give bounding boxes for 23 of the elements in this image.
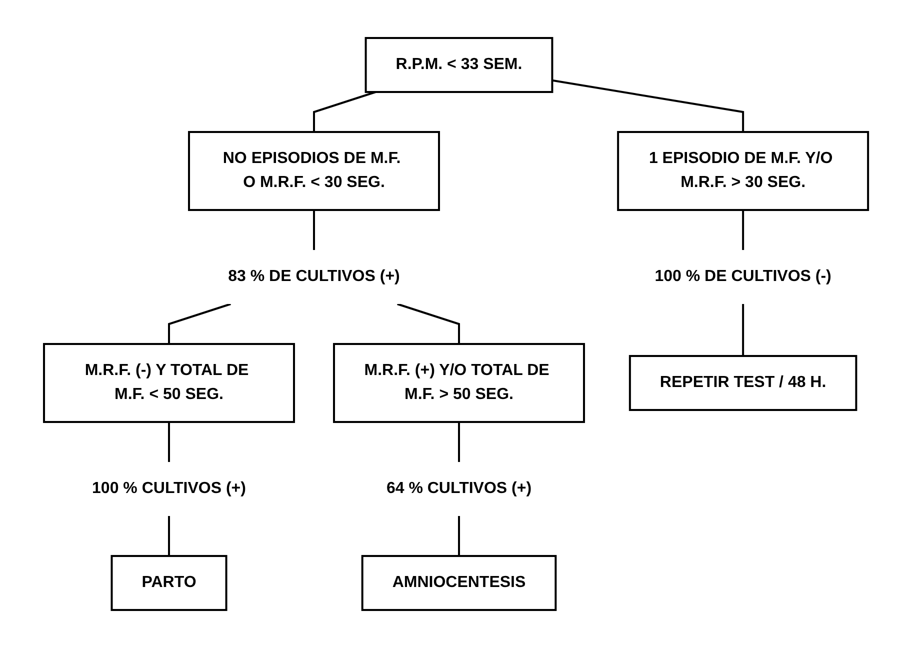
node-box: 1 EPISODIO DE M.F. Y/O M.R.F. > 30 SEG.	[617, 130, 870, 210]
connector	[168, 515, 170, 556]
connector	[552, 78, 744, 132]
node-box: M.R.F. (+) Y/O TOTAL DE M.F. > 50 SEG.	[332, 342, 585, 422]
node-box: AMNIOCENTESIS	[361, 554, 557, 610]
node-text: 100 % CULTIVOS (+)	[92, 479, 246, 496]
connector	[168, 422, 170, 462]
node-box: NO EPISODIOS DE M.F. O M.R.F. < 30 SEG.	[188, 130, 440, 210]
node-text: 100 % DE CULTIVOS (-)	[654, 267, 832, 284]
node-box: M.R.F. (-) Y TOTAL DE M.F. < 50 SEG.	[42, 342, 295, 422]
connector	[458, 422, 460, 462]
node-text: 83 % DE CULTIVOS (+)	[228, 267, 400, 284]
connector	[312, 210, 315, 250]
node-box: REPETIR TEST / 48 H.	[628, 354, 858, 410]
connector	[168, 302, 231, 344]
node-box: R.P.M. < 33 SEM.	[364, 36, 554, 92]
node-box: PARTO	[110, 554, 228, 610]
connector	[458, 515, 460, 556]
connector	[742, 210, 744, 250]
node-text: 64 % CULTIVOS (+)	[386, 479, 532, 496]
connector	[396, 302, 460, 344]
connector	[742, 304, 744, 356]
connector	[312, 90, 376, 132]
